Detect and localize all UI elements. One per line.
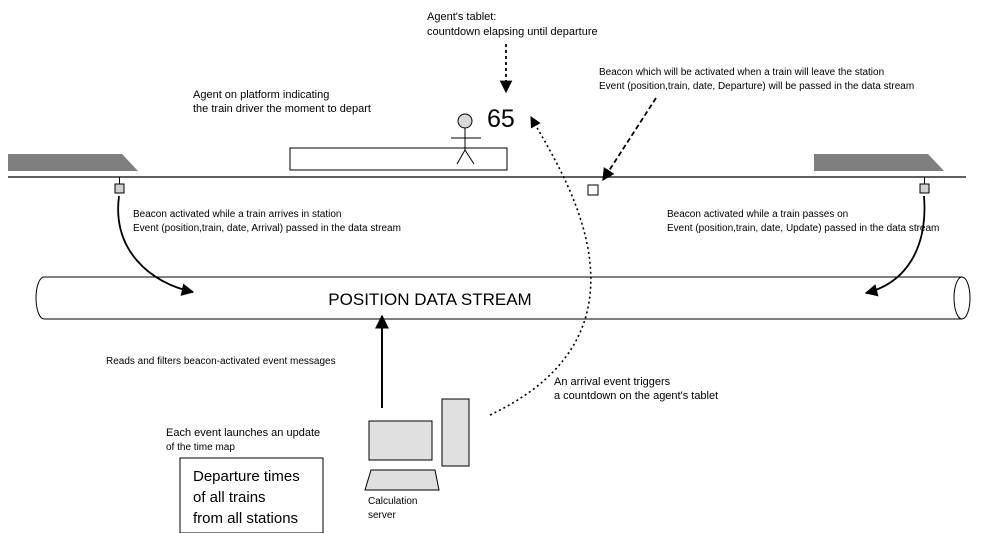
arrival-beacon-to-stream-arrow [117, 195, 195, 296]
time-map-caption-line1: Each event launches an update [166, 427, 320, 439]
beacon-departure-caption-line1: Beacon which will be activated when a tr… [599, 67, 884, 78]
position-data-stream-pipe [35, 276, 971, 320]
arrival-trigger-caption-line1: An arrival event triggers [554, 376, 671, 388]
beacon-update [919, 183, 930, 194]
tablet-caption-line1: Agent's tablet: [427, 11, 496, 23]
beacon-departure-caption-line2: Event (position,train, date, Departure) … [599, 81, 914, 92]
server-tower [441, 398, 470, 467]
arrival-trigger-arrow [489, 116, 592, 416]
agent-caption-line1: Agent on platform indicating [193, 89, 329, 101]
beacon-departure-arrow [602, 97, 657, 182]
beacon-arrival-caption-line2: Event (position,train, date, Arrival) pa… [133, 223, 401, 234]
beacon-arrival [114, 183, 125, 194]
beacon-update-caption-line2: Event (position,train, date, Update) pas… [667, 223, 939, 234]
agent-caption-line2: the train driver the moment to depart [193, 103, 371, 115]
reads-caption: Reads and filters beacon-activated event… [106, 356, 336, 367]
agent-figure [451, 113, 481, 165]
tablet-caption-line2: countdown elapsing until departure [427, 26, 598, 38]
server-caption-line2: server [368, 510, 396, 521]
time-map-caption-line2: of the time map [166, 442, 235, 453]
train-right [814, 154, 944, 171]
update-beacon-to-stream-arrow [864, 195, 926, 297]
departure-box-line1: Departure times [193, 468, 300, 485]
departure-box-line3: from all stations [193, 510, 298, 527]
departure-times-box [179, 457, 324, 533]
beacon-update-caption-line1: Beacon activated while a train passes on [667, 209, 848, 220]
beacon-departure [587, 184, 599, 196]
departure-box-line2: of all trains [193, 489, 266, 506]
station-platform [289, 147, 508, 171]
stream-label: POSITION DATA STREAM [328, 290, 531, 309]
countdown-number: 65 [487, 105, 515, 133]
server-monitor [368, 420, 433, 461]
train-left [8, 154, 138, 171]
server-keyboard [364, 469, 440, 491]
server-caption-line1: Calculation [368, 496, 417, 507]
arrival-trigger-caption-line2: a countdown on the agent's tablet [554, 390, 718, 402]
calculation-server-icon [364, 398, 470, 491]
beacon-arrival-caption-line1: Beacon activated while a train arrives i… [133, 209, 341, 220]
